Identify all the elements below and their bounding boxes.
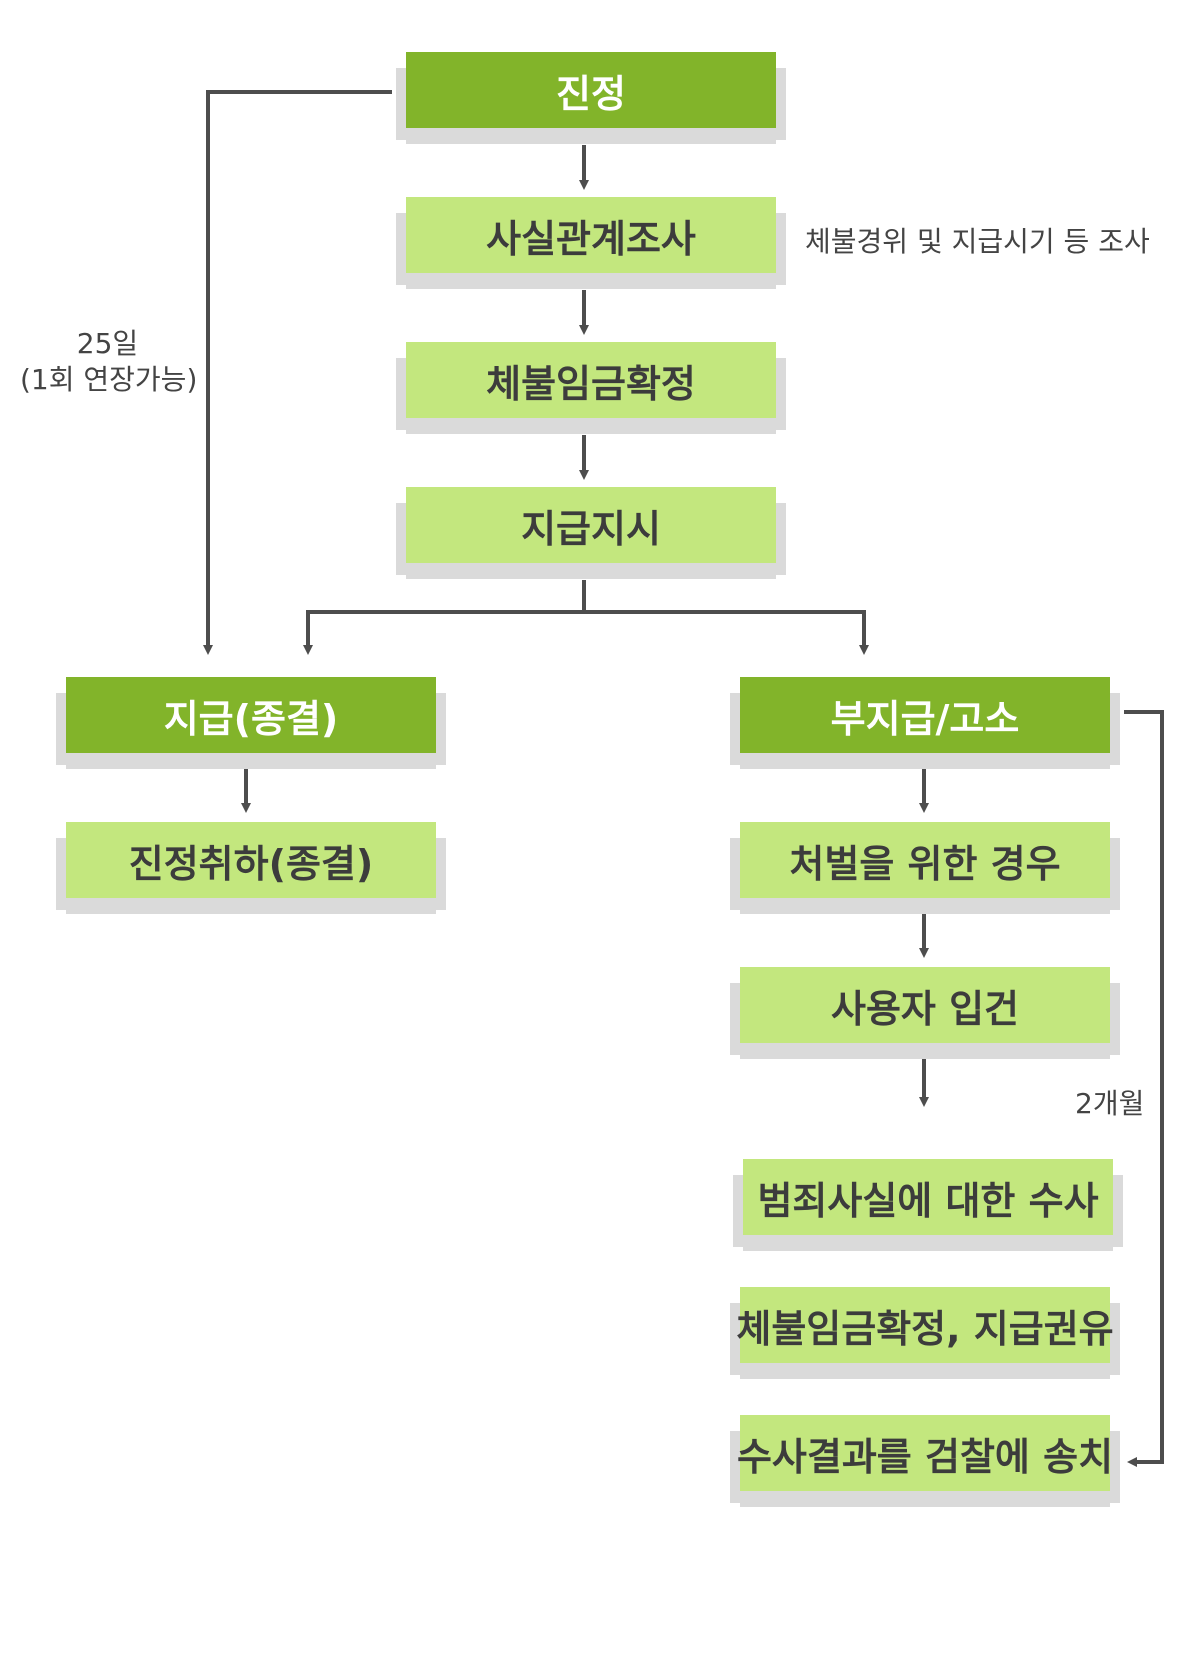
node-label: 범죄사실에 대한 수사 [757, 1178, 1099, 1223]
node-investigation: 범죄사실에 대한 수사 [743, 1159, 1113, 1235]
node-fact-check: 사실관계조사 [406, 197, 776, 273]
node-case-open: 사용자 입건 [740, 967, 1110, 1043]
branch-connector-right [584, 610, 869, 655]
node-label: 처벌을 위한 경우 [789, 841, 1061, 886]
node-pay-order: 지급지시 [406, 487, 776, 563]
node-label: 부지급/고소 [830, 696, 1020, 741]
branch-connector [308, 580, 586, 614]
two-month-connector [1124, 710, 1164, 1467]
node-label: 지급(종결) [163, 696, 339, 741]
node-punish: 처벌을 위한 경우 [740, 822, 1110, 898]
node-label: 사실관계조사 [486, 216, 696, 261]
node-send-prosecution: 수사결과를 검찰에 송치 [736, 1415, 1114, 1491]
deadline-days: 25일 [76, 327, 139, 360]
node-label: 진정취하(종결) [128, 841, 374, 886]
node-label: 체불임금확정, 지급권유 [736, 1306, 1114, 1351]
node-label: 체불임금확정 [486, 361, 696, 406]
node-petition: 진정 [406, 52, 776, 128]
fact-check-note: 체불경위 및 지급시기 등 조사 [805, 225, 1150, 258]
node-label: 사용자 입건 [830, 986, 1020, 1031]
node-label: 지급지시 [521, 506, 661, 551]
node-paid: 지급(종결) [66, 677, 436, 753]
node-confirm-recommend: 체불임금확정, 지급권유 [736, 1287, 1114, 1363]
node-unpaid: 부지급/고소 [740, 677, 1110, 753]
deadline-note: 25일 (1회 연장가능) [20, 326, 198, 398]
deadline-connector [203, 90, 392, 655]
two-month-note: 2개월 [1075, 1087, 1145, 1120]
node-label: 수사결과를 검찰에 송치 [736, 1434, 1114, 1479]
node-label: 진정 [556, 71, 626, 116]
deadline-extension: (1회 연장가능) [20, 363, 198, 396]
node-withdraw: 진정취하(종결) [66, 822, 436, 898]
node-wage-confirm: 체불임금확정 [406, 342, 776, 418]
